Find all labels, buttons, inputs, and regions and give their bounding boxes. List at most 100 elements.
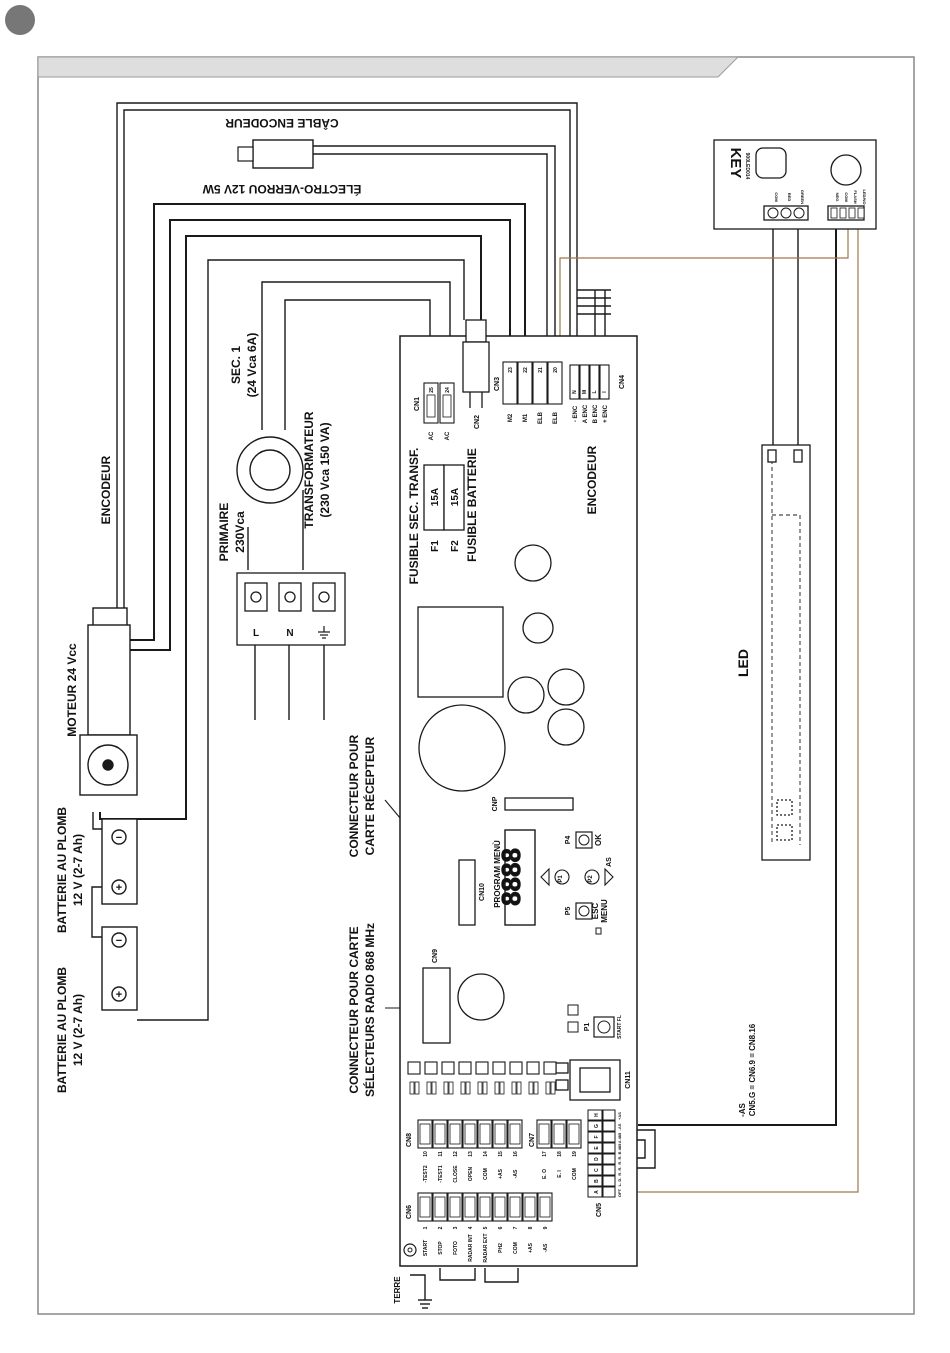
led-label: LED [735, 649, 751, 677]
esc-button[interactable] [575, 902, 593, 920]
cn3-terminal-num: 23 [508, 367, 514, 373]
battery-2 [101, 926, 138, 1011]
terminal-l: L [253, 628, 259, 639]
key-terminal-label: GREEN [800, 190, 805, 204]
key-terminal-label: RED [787, 193, 792, 202]
fuses [423, 464, 465, 531]
cn1-terminal-label: AC [429, 431, 435, 440]
cn6-terminal-label: COM [513, 1242, 519, 1254]
cn4-terminal-code: L [592, 390, 598, 393]
cn5-terminal-code: G [594, 1124, 600, 1128]
display [504, 829, 536, 926]
p4-label: P4 [565, 836, 572, 845]
cn5-terminal-code: A [594, 1190, 600, 1194]
start-fl-button[interactable] [593, 1016, 615, 1038]
cn6-terminal-num: 5 [483, 1226, 489, 1229]
p5-label: P5 [565, 907, 572, 916]
encodeur-board-label: ENCODEUR [585, 445, 599, 514]
cn6-terminal-num: 4 [468, 1226, 474, 1229]
cn11-connector [555, 1059, 621, 1101]
cn4-terminal-code: I [602, 391, 608, 393]
cn3-terminal-label: ELB [553, 411, 559, 424]
cn1-label: CN1 [414, 397, 421, 411]
as-note-1: -AS [738, 1102, 747, 1116]
cn6-label: CN6 [406, 1205, 413, 1219]
terminal-n: N [286, 628, 293, 639]
cn3-terminal-label: ELB [538, 411, 544, 424]
cn5-terminal-label: B 485 [617, 1143, 622, 1154]
sec1-label: SEC. 1 [229, 346, 243, 384]
cnp-label: CNP [492, 796, 499, 811]
connecteur-recepteur-label-2: CARTE RÉCEPTEUR [362, 736, 377, 855]
ok-button[interactable] [575, 831, 593, 849]
fuse2-rating: 15A [450, 488, 461, 506]
key-terminal-label: COM [774, 192, 779, 202]
cn6-terminal-label: -AS [543, 1243, 549, 1252]
cn4-terminal-code: M [582, 390, 588, 394]
cn5-terminal-code: D [594, 1157, 600, 1161]
cn8-terminal-label: CLOSE [453, 1165, 459, 1183]
transfo-spec: (230 Vca 150 VA) [318, 422, 332, 517]
start-fl-label: START FL [617, 1015, 623, 1039]
fuse1-rating: 15A [430, 488, 441, 506]
cn8-terminal-num: 12 [453, 1151, 459, 1157]
key-terminal-label: NEG [835, 193, 840, 202]
connecteur-radio-label-2: SÉLECTEURS RADIO 868 MHz [362, 923, 377, 1097]
svg-text:−: − [116, 935, 122, 947]
cn10-label: CN10 [479, 883, 486, 901]
f1-label: F1 [430, 540, 441, 552]
batterie1-spec: 12 V (2-7 Ah) [71, 834, 85, 906]
connecteur-recepteur-label: CONNECTEUR POUR [347, 734, 361, 857]
moteur-label: MOTEUR 24 Vcc [65, 643, 79, 737]
cn6-terminal-label: RADAR INT [468, 1234, 474, 1262]
ground-icon [318, 626, 330, 639]
transformer [236, 436, 304, 504]
cn5-terminal-code: F [594, 1135, 600, 1138]
menu-label: MENU [600, 899, 609, 923]
cn6-terminal-label: START [423, 1240, 429, 1256]
mains-terminal-block [236, 572, 346, 646]
p2-arrow-button[interactable] [584, 867, 614, 887]
key-brand: KEY [727, 148, 744, 179]
cn2-label: CN2 [474, 415, 481, 429]
cn8-terminal-label: COM [483, 1168, 489, 1180]
electro-verrou [237, 139, 314, 169]
as-button-label: AS [606, 857, 613, 867]
cn3-terminal-label: M2 [508, 413, 514, 422]
p1-btn-label: P1 [558, 875, 564, 883]
led-strip [761, 444, 811, 861]
cn1-terminal-label: AC [445, 431, 451, 440]
cn8-terminal-num: 14 [483, 1151, 489, 1157]
cn6-terminal-label: +AS [528, 1242, 534, 1253]
primaire-label: PRIMAIRE [217, 503, 231, 562]
cn6-terminal-num: 9 [543, 1226, 549, 1229]
cn3-label: CN3 [494, 377, 501, 391]
cn8-terminal-num: 10 [423, 1151, 429, 1157]
cn5-terminal-label: -AS [617, 1123, 622, 1130]
cn5-terminal-label: L. D. [617, 1178, 622, 1187]
cn9-label: CN9 [432, 949, 439, 963]
cn5-terminal-label: R. R. [617, 1155, 622, 1164]
brown-wires [559, 222, 859, 1193]
cn8-terminal-label: +AS [498, 1168, 504, 1179]
cn6-terminal-num: 1 [423, 1226, 429, 1229]
p2-btn-label: P2 [588, 875, 594, 883]
batterie2-spec: 12 V (2-7 Ah) [71, 994, 85, 1066]
cn6-terminal-label: STOP [438, 1241, 444, 1255]
display-digits: 8888 [496, 848, 526, 906]
cn4-label: CN4 [619, 375, 626, 389]
cn6-terminal-num: 7 [513, 1226, 519, 1229]
p1-arrow-button[interactable] [540, 867, 570, 887]
cn5-terminal-code: B [594, 1179, 600, 1183]
transfo-label: TRANSFORMATEUR [302, 411, 316, 528]
cn2-connector [462, 319, 490, 408]
program-menu-label: PROGRAM MENÙ [493, 840, 502, 908]
key-terminal-label: FLASH [853, 190, 858, 203]
board-components [417, 544, 585, 1044]
cn6-terminal-label: RADAR EXT [483, 1233, 489, 1262]
